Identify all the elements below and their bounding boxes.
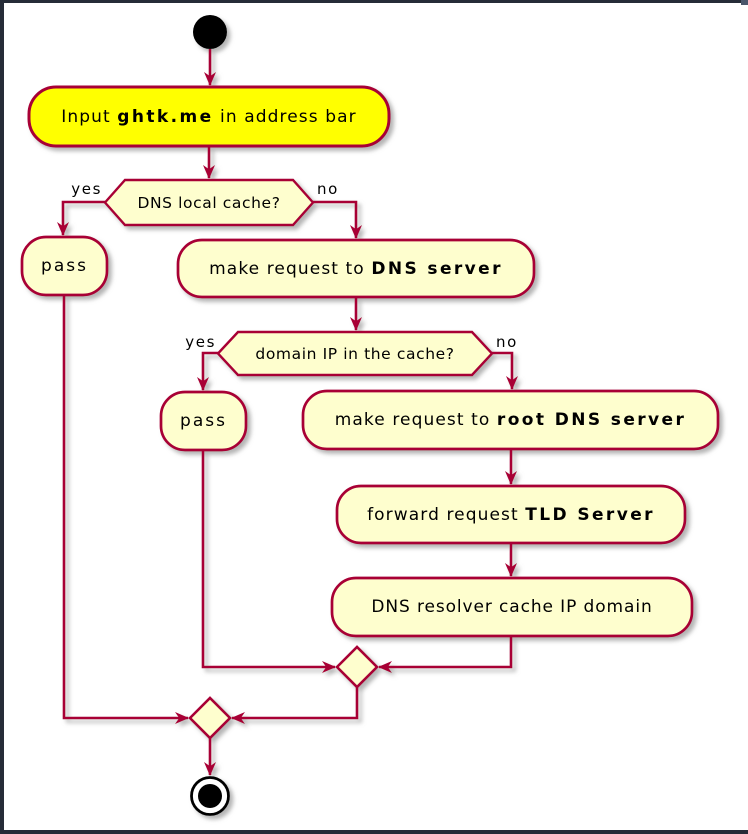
decision-shape-domain-ip-cache [216,330,494,377]
edge-decision2-yes [197,351,218,391]
edge-decision1-yes [57,200,105,236]
start-node [193,15,227,49]
action-box-dns-resolver-cache [330,576,694,638]
edge-merge1-to-merge2 [231,687,359,724]
action-box-forward-request-tld [335,484,687,545]
edge-resolver-to-merge1 [378,636,513,673]
action-box-make-request-dns [176,238,536,299]
action-box-pass-2 [159,390,248,452]
end-node-dot [198,784,222,808]
edge-pass1-to-merge2 [62,295,189,724]
merge-diamond-1 [335,645,379,689]
edge-pass2-to-merge1 [201,450,336,673]
action-box-input-url [27,85,391,148]
merge-diamond-2 [188,696,232,740]
action-box-pass-1 [20,235,109,297]
scrollbar-corner [741,0,748,5]
decision-shape-dns-local-cache [103,178,315,227]
edge-decision2-no [492,351,518,390]
edge-decision1-no [313,200,362,239]
action-box-make-request-root-dns [301,389,720,451]
